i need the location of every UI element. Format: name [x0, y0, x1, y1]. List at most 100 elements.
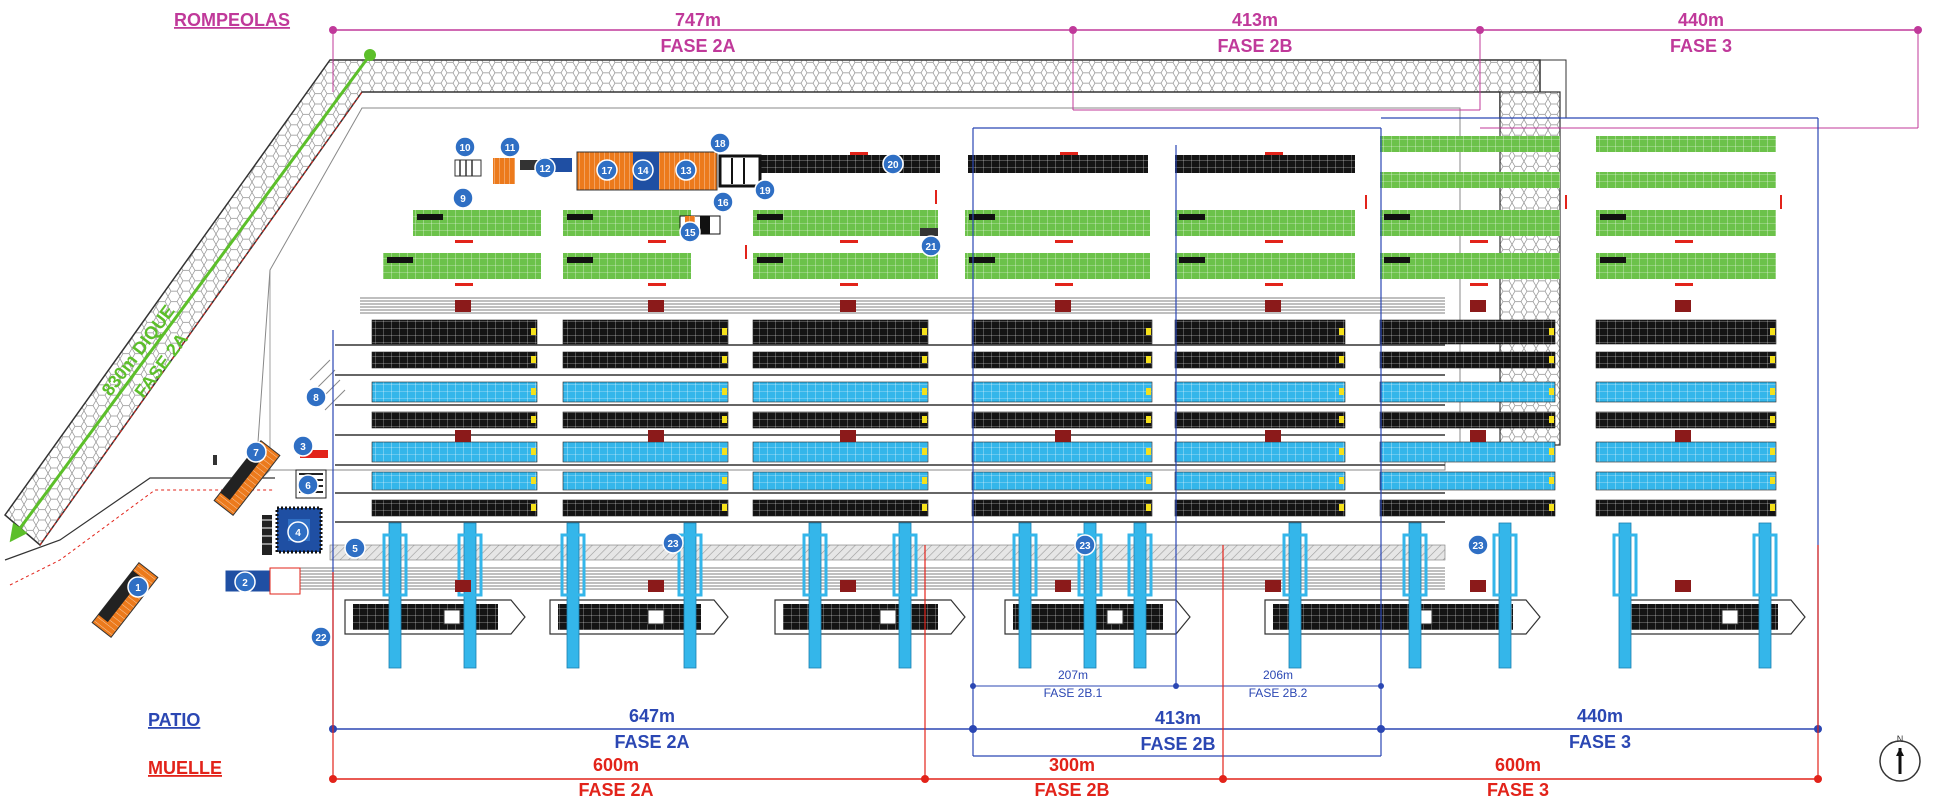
container-stack-block	[1595, 319, 1777, 345]
yard-marker	[1146, 356, 1151, 363]
red-block-marker	[1265, 430, 1281, 442]
muelle-phase-3: FASE 3	[1487, 780, 1549, 799]
badge-number: 5	[352, 544, 358, 555]
red-tick	[745, 245, 747, 259]
container-stack-block	[562, 471, 729, 491]
red-marker	[1675, 240, 1693, 243]
patio-sub-length-1: 207m	[1058, 668, 1088, 682]
green-yard-block	[753, 210, 938, 236]
muelle-length-2: 300m	[1049, 755, 1095, 775]
red-block-marker	[840, 300, 856, 312]
container-stack-block	[971, 441, 1153, 463]
black-stack-strip	[1175, 155, 1355, 173]
yard-marker	[531, 328, 536, 335]
badge-number: 23	[1472, 541, 1484, 552]
container-stack-block	[562, 319, 729, 345]
badge-circle	[632, 159, 654, 181]
red-block-marker	[1055, 430, 1071, 442]
yard-label-plate	[1600, 214, 1626, 220]
crane-portal	[1402, 533, 1428, 597]
container-stack-block	[562, 441, 729, 463]
badge-number: 14	[637, 166, 649, 177]
container-stack-block	[1174, 319, 1346, 345]
crane-portal	[892, 533, 918, 597]
number-badge-17: 17	[596, 159, 618, 181]
yard-marker	[1549, 388, 1554, 395]
green-yard-block	[1380, 172, 1560, 188]
crane-portal	[457, 533, 483, 597]
badge-circle	[245, 441, 267, 463]
badge-number: 13	[680, 166, 692, 177]
badge-circle	[292, 435, 314, 457]
badge-number: 7	[253, 448, 259, 459]
muelle-phase-2: FASE 2B	[1034, 780, 1109, 799]
badge-number: 19	[759, 186, 771, 197]
badge-number: 23	[667, 539, 679, 550]
rompeolas-phase-3: FASE 3	[1670, 36, 1732, 56]
number-badge-23: 23	[662, 532, 684, 554]
red-block-marker	[455, 430, 471, 442]
badge-circle	[1467, 534, 1489, 556]
yard-label-plate	[387, 257, 413, 263]
north-arrow-icon	[1879, 740, 1921, 782]
badge-number: 18	[714, 139, 726, 150]
crane-portal	[1282, 533, 1308, 597]
number-badge-6: 6	[297, 474, 319, 496]
container-stack-block	[1595, 441, 1777, 463]
yard-marker	[1146, 504, 1151, 511]
container-stack-block	[562, 381, 729, 403]
container-stack-block	[1379, 411, 1556, 429]
yard-label-plate	[1384, 214, 1410, 220]
green-yard-block	[1175, 210, 1355, 236]
container-stack-block	[562, 411, 729, 429]
container-stack-block	[1379, 471, 1556, 491]
yard-marker	[722, 328, 727, 335]
yard-label-plate	[969, 214, 995, 220]
rompeolas-length-1: 747m	[675, 10, 721, 30]
rompeolas-phase-2: FASE 2B	[1217, 36, 1292, 56]
container-stack-block	[971, 499, 1153, 517]
muelle-length-1: 600m	[593, 755, 639, 775]
number-badge-20: 20	[882, 153, 904, 175]
green-yard-block	[1380, 210, 1560, 236]
muelle-length-3: 600m	[1495, 755, 1541, 775]
ship-to-shore-cranes	[382, 522, 1778, 669]
red-block-marker	[1675, 430, 1691, 442]
badge-circle	[675, 159, 697, 181]
container-stack-block	[971, 411, 1153, 429]
vessel-bridge	[1106, 609, 1124, 625]
container-stack-block	[1595, 381, 1777, 403]
badge-circle	[452, 187, 474, 209]
yard-label-plate	[417, 214, 443, 220]
yard-marker	[531, 416, 536, 423]
yard-marker	[1770, 477, 1775, 484]
container-stack-block	[371, 381, 538, 403]
green-yard-blocks	[383, 136, 1776, 279]
number-badge-8: 8	[305, 386, 327, 408]
container-stack-block	[1379, 499, 1556, 517]
red-block-marker	[840, 580, 856, 592]
yard-marker	[1339, 356, 1344, 363]
yard-marker	[922, 356, 927, 363]
yard-marker	[722, 504, 727, 511]
number-badge-12: 12	[534, 157, 556, 179]
crane-portal	[1752, 533, 1778, 597]
yard-marker	[1339, 448, 1344, 455]
badge-number: 12	[539, 164, 551, 175]
green-yard-block	[563, 210, 691, 236]
patio-phase-1: FASE 2A	[614, 732, 689, 752]
vessel-deck-cargo	[1273, 604, 1513, 630]
black-stack-strip	[968, 155, 1148, 173]
badge-circle	[305, 386, 327, 408]
number-badge-4: 4	[287, 521, 309, 543]
container-stack-block	[1595, 411, 1777, 429]
yard-label-plate	[1179, 214, 1205, 220]
number-badge-14: 14	[632, 159, 654, 181]
badge-circle	[454, 136, 476, 158]
red-marker	[840, 283, 858, 286]
yard-marker	[1770, 416, 1775, 423]
container-stack-block	[1379, 351, 1556, 369]
yard-label-plate	[969, 257, 995, 263]
crane-portal	[1012, 533, 1038, 597]
